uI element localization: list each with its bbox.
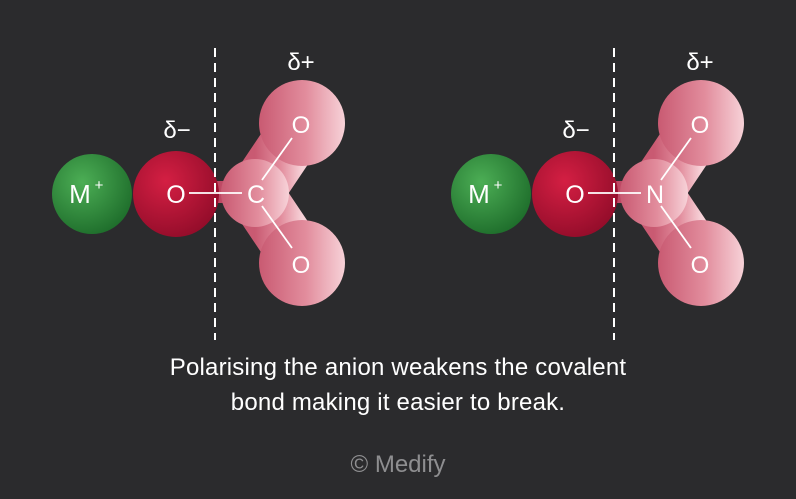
linking-oxygen-label: O xyxy=(166,181,185,209)
molecule-1: M + O C O O δ− δ+ xyxy=(52,48,345,340)
outer-oxygen-circle xyxy=(658,220,744,306)
caption-line-2: bond making it easier to break. xyxy=(230,389,566,416)
central-atom-circle xyxy=(620,159,688,227)
cation-label: M xyxy=(69,179,91,209)
molecule-2: M + O N O O δ− δ+ xyxy=(451,48,744,340)
outer-oxygen-label: O xyxy=(292,112,311,139)
partial-negative-label: δ− xyxy=(562,117,589,144)
caption: Polarising the anion weakens the covalen… xyxy=(0,350,796,420)
covalent-bond-line xyxy=(660,137,692,181)
cation-circle xyxy=(52,154,132,234)
caption-line-1: Polarising the anion weakens the covalen… xyxy=(169,354,627,381)
linking-oxygen-circle xyxy=(133,151,219,237)
outer-oxygen-label: O xyxy=(691,252,710,279)
cation-label: M xyxy=(468,179,490,209)
cation-circle xyxy=(451,154,531,234)
linking-oxygen-circle xyxy=(532,151,618,237)
outer-oxygen-circle xyxy=(259,80,345,166)
partial-positive-label: δ+ xyxy=(686,49,713,76)
central-atom-label: N xyxy=(646,181,664,209)
central-atom-label: C xyxy=(247,181,265,209)
cation-charge-label: + xyxy=(95,177,104,194)
outer-oxygen-label: O xyxy=(292,252,311,279)
partial-positive-label: δ+ xyxy=(287,49,314,76)
outer-oxygen-circle xyxy=(259,220,345,306)
outer-oxygen-circle xyxy=(658,80,744,166)
covalent-bond-line xyxy=(660,205,692,249)
cation-charge-label: + xyxy=(494,177,503,194)
partial-negative-label: δ− xyxy=(163,117,190,144)
covalent-bond-line xyxy=(261,137,293,181)
covalent-bond-line xyxy=(261,205,293,249)
central-atom-circle xyxy=(221,159,289,227)
outer-oxygen-label: O xyxy=(691,112,710,139)
linking-oxygen-label: O xyxy=(565,181,584,209)
copyright-notice: © Medify xyxy=(350,451,446,478)
